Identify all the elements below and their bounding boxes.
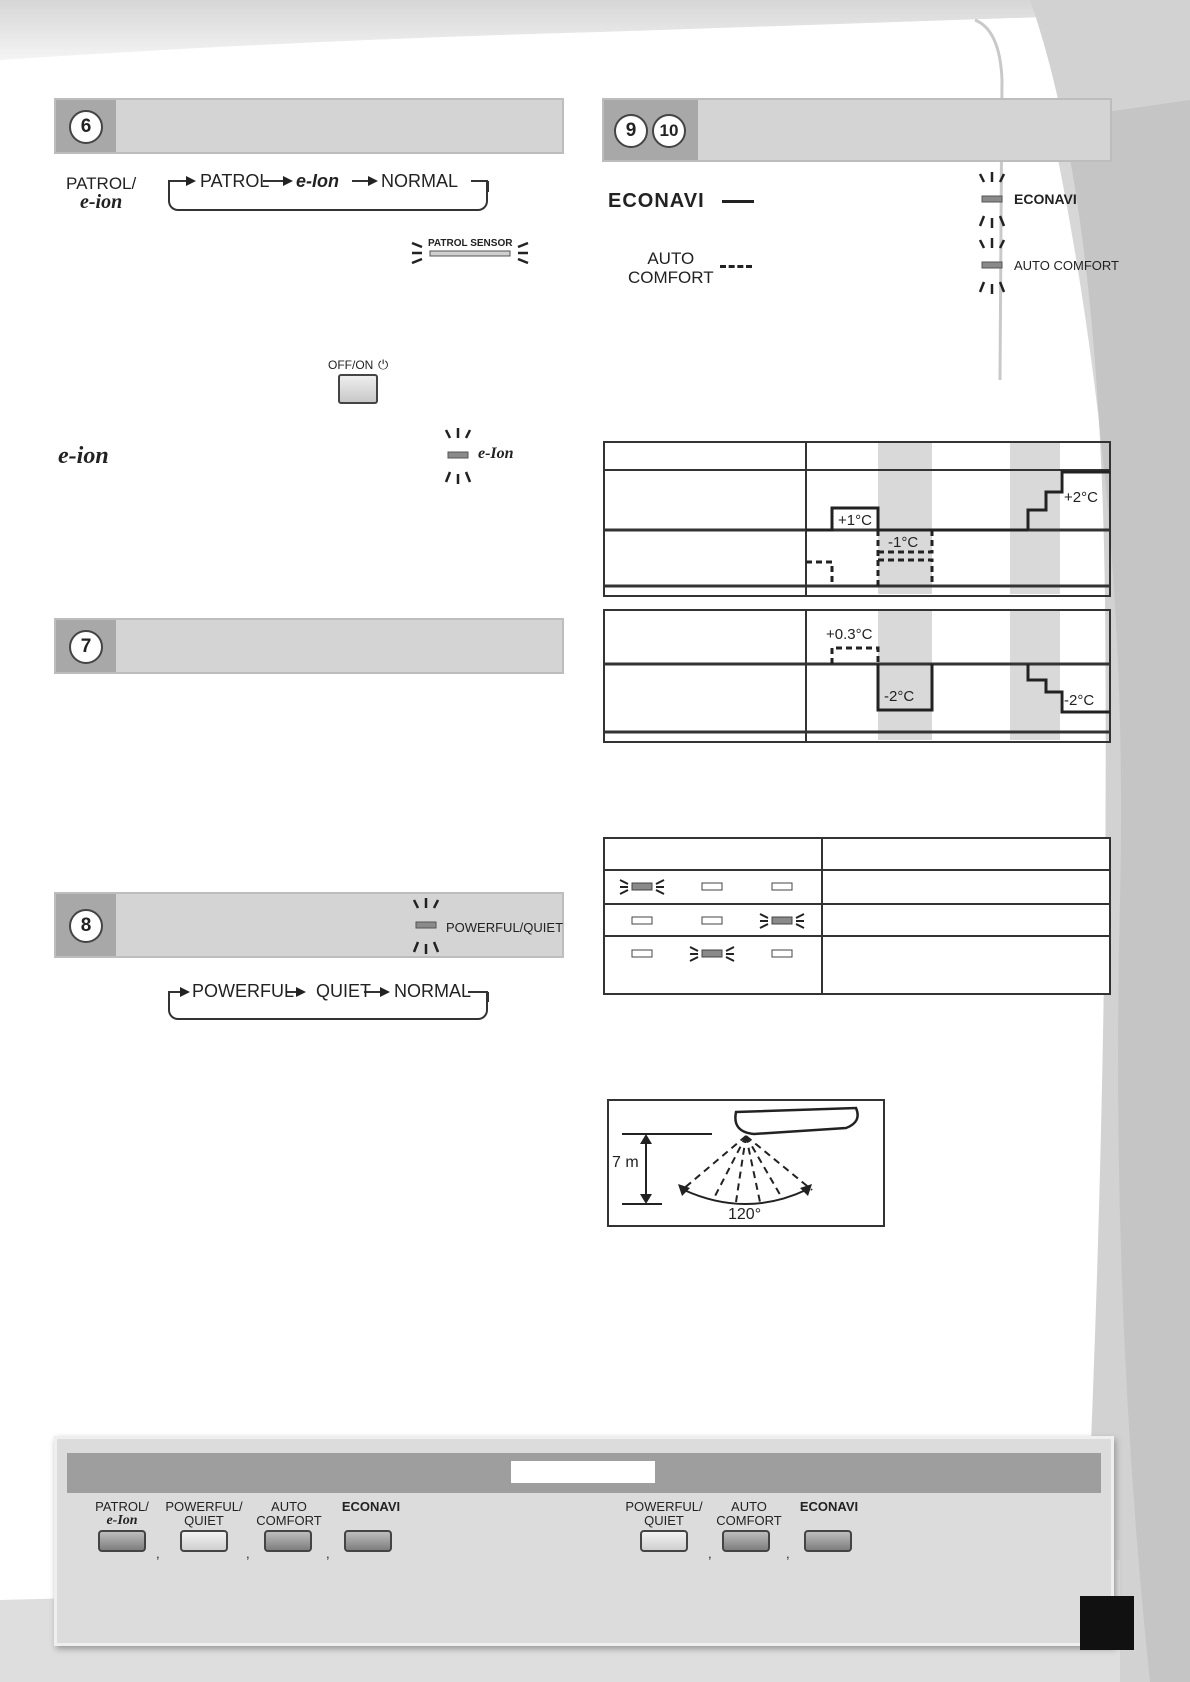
econavi-indicator-label: ECONAVI (1014, 191, 1077, 207)
section-8-header: 8 (54, 892, 564, 958)
chart-upper-label-1: +1°C (838, 512, 872, 529)
bottom-left-auto-comfort-button[interactable] (264, 1530, 312, 1552)
patrol-cycle-item-patrol: PATROL (200, 171, 270, 191)
sensor-height-label: 7 m (612, 1154, 639, 1171)
section-number-10: 10 (652, 114, 686, 148)
auto-comfort-blink-icon (978, 238, 1006, 294)
patrol-button-label: PATROL/ e-ion (66, 174, 137, 213)
temperature-chart-lower (603, 609, 1111, 743)
section-number: 7 (69, 630, 103, 664)
eion-blink-icon (444, 428, 472, 484)
indicator-state-table (603, 837, 1111, 995)
chart-upper-label-3: +2°C (1064, 489, 1098, 506)
patrol-cycle-loop (168, 181, 488, 211)
bottom-right-label-econavi: ECONAVI (799, 1499, 859, 1514)
bottom-right-label-auto-comfort: AUTO COMFORT (716, 1499, 782, 1528)
bottom-right-econavi-button[interactable] (804, 1530, 852, 1552)
patrol-cycle-item-eion: e-Ion (296, 171, 339, 191)
powerful-cycle-item-normal: NORMAL (394, 981, 472, 1001)
offon-label: OFF/ON (328, 358, 374, 372)
chart-lower-label-2: -2°C (884, 688, 915, 705)
powerful-quiet-indicator-label: POWERFUL/QUIET (446, 920, 564, 935)
separator-comma: , (326, 1546, 330, 1561)
separator-comma: , (156, 1546, 160, 1561)
separator-comma: , (786, 1546, 790, 1561)
bottom-left-label-patrol: PATROL/ e-Ion (95, 1499, 149, 1528)
page-number-box (1080, 1596, 1134, 1650)
separator-comma: , (246, 1546, 250, 1561)
row2-lamps (631, 913, 805, 929)
econavi-label: ECONAVI (608, 190, 705, 212)
section-number: 6 (69, 110, 103, 144)
bottom-panel-title-box (511, 1461, 655, 1483)
power-icon: ⏻ (378, 357, 389, 372)
bottom-left-label-econavi: ECONAVI (341, 1499, 401, 1514)
separator-comma: , (708, 1546, 712, 1561)
chart-lower-label-1: +0.3°C (826, 626, 873, 643)
section-number: 8 (69, 909, 103, 943)
chart-upper-label-2: -1°C (888, 534, 919, 551)
section-6-header: 6 (54, 98, 564, 154)
chart-lower-label-3: -2°C (1064, 692, 1095, 709)
bottom-left-label-powerful: POWERFUL/ QUIET (165, 1499, 243, 1528)
section-number-9: 9 (614, 114, 648, 148)
patrol-cycle-arrows (168, 176, 489, 192)
bottom-right-label-powerful: POWERFUL/ QUIET (625, 1499, 703, 1528)
eion-indicator-label: e-Ion (478, 445, 514, 462)
sensor-range-diagram (607, 1099, 885, 1227)
patrol-sensor-blink-icon (411, 241, 529, 265)
bottom-left-patrol-eion-button[interactable] (98, 1530, 146, 1552)
auto-comfort-label: AUTO COMFORT (628, 249, 714, 287)
offon-button[interactable] (338, 374, 378, 404)
patrol-sensor-label: PATROL SENSOR (428, 238, 513, 249)
eion-label: e-ion (58, 443, 109, 469)
patrol-cycle-item-normal: NORMAL (381, 171, 459, 191)
bottom-left-label-auto-comfort: AUTO COMFORT (256, 1499, 322, 1528)
powerful-quiet-blink-icon (412, 898, 440, 954)
row3-lamps (631, 946, 793, 962)
bottom-right-auto-comfort-button[interactable] (722, 1530, 770, 1552)
bottom-panel-header (67, 1453, 1101, 1493)
econavi-solid-line (722, 200, 754, 203)
bottom-left-powerful-quiet-button[interactable] (180, 1530, 228, 1552)
section-7-header: 7 (54, 618, 564, 674)
bottom-left-econavi-button[interactable] (344, 1530, 392, 1552)
powerful-cycle-item-powerful: POWERFUL (192, 981, 295, 1001)
temperature-chart-upper (603, 441, 1111, 597)
sensor-angle-label: 120° (728, 1206, 762, 1223)
bottom-right-powerful-quiet-button[interactable] (640, 1530, 688, 1552)
powerful-cycle-arrows (168, 987, 489, 1002)
powerful-cycle-loop (168, 992, 488, 1020)
powerful-cycle-item-quiet: QUIET (316, 981, 372, 1001)
section-9-10-header: 9 10 (602, 98, 1112, 162)
row1-lamps (619, 879, 793, 895)
auto-comfort-indicator-label: AUTO COMFORT (1014, 258, 1119, 273)
bottom-panel (54, 1436, 1114, 1646)
econavi-blink-icon (978, 172, 1006, 228)
auto-comfort-dashed-line (720, 265, 752, 268)
